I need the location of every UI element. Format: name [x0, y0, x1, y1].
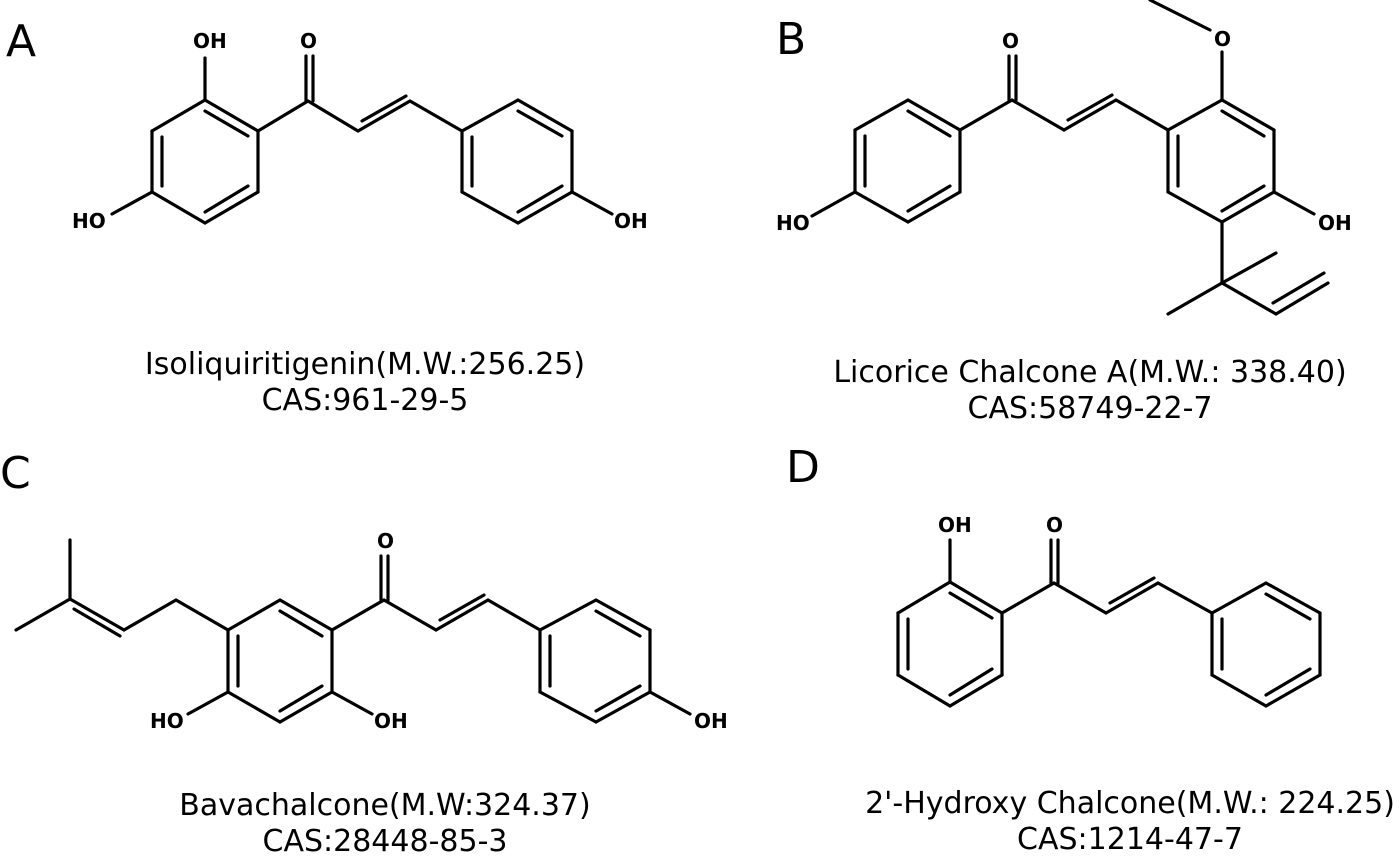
caption-b: Licorice Chalcone A(M.W.: 338.40) CAS:58…	[780, 355, 1400, 427]
cas-number-a: CAS:961-29-5	[261, 383, 469, 418]
caption-d: 2'-Hydroxy Chalcone(M.W.: 224.25) CAS:12…	[860, 786, 1400, 858]
atom-label-a-oh-top: OH	[193, 29, 227, 53]
compound-name-c: Bavachalcone(M.W:324.37)	[179, 788, 591, 823]
cas-number-b: CAS:58749-22-7	[967, 391, 1213, 426]
compound-name-b: Licorice Chalcone A(M.W.: 338.40)	[833, 355, 1347, 390]
atom-label-c-ho-left: HO	[150, 709, 184, 733]
atom-label-b-o-methoxy: O	[1214, 27, 1231, 51]
panel-letter-c: C	[0, 448, 31, 499]
caption-c: Bavachalcone(M.W:324.37) CAS:28448-85-3	[70, 788, 700, 860]
atom-label-c-oh-right: OH	[694, 709, 728, 733]
structure-c: O HO OH OH	[14, 529, 728, 733]
atom-label-a-oh-right: OH	[614, 209, 648, 233]
compound-name-d: 2'-Hydroxy Chalcone(M.W.: 224.25)	[865, 786, 1395, 821]
atom-label-a-ho-left: HO	[72, 209, 106, 233]
caption-a: Isoliquiritigenin(M.W.:256.25) CAS:961-2…	[60, 347, 670, 419]
structure-a: OH O HO OH	[72, 29, 648, 233]
structure-d: OH O	[896, 513, 1322, 708]
structure-b: O O HO OH	[776, 0, 1352, 316]
panel-letter-b: B	[776, 14, 807, 65]
atom-label-a-o-carbonyl: O	[300, 29, 317, 53]
atom-label-c-oh-mid: OH	[374, 709, 408, 733]
atom-label-d-oh-top: OH	[938, 513, 972, 537]
atom-label-b-ho-left: HO	[776, 211, 810, 235]
atom-label-b-oh-right: OH	[1318, 211, 1352, 235]
atom-label-d-o-carbonyl: O	[1046, 513, 1063, 537]
cas-number-d: CAS:1214-47-7	[1017, 822, 1243, 857]
cas-number-c: CAS:28448-85-3	[262, 824, 508, 859]
atom-label-c-o-carbonyl: O	[377, 529, 394, 553]
panel-letter-d: D	[786, 442, 820, 493]
compound-name-a: Isoliquiritigenin(M.W.:256.25)	[144, 347, 586, 382]
atom-label-b-o-carbonyl: O	[1002, 29, 1019, 53]
panel-letter-a: A	[6, 16, 37, 67]
